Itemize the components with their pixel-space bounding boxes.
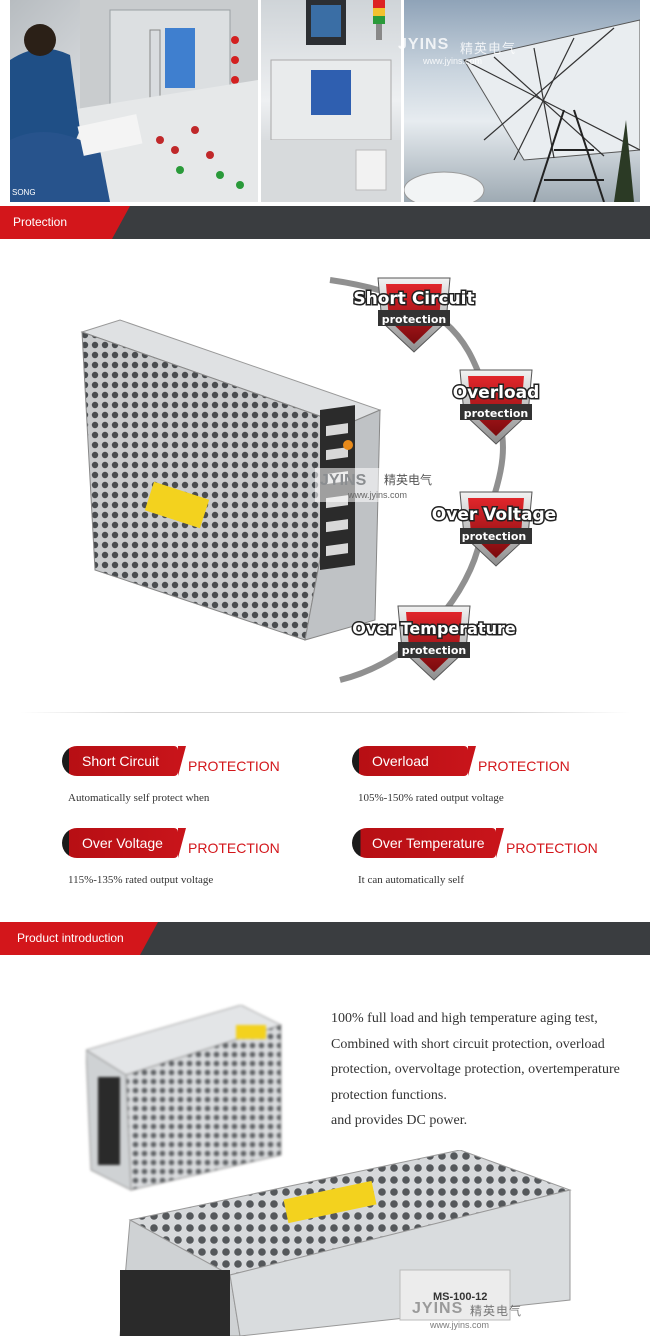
protection-word: PROTECTION [188,840,280,856]
protection-pill: Short Circuit [62,746,186,776]
watermark-logo: JYINS [398,36,450,53]
protection-illustration: Short Circuit protection Overload protec… [0,240,650,710]
product-section-bar: Product introduction [0,922,650,955]
protection-section-bar: Protection function [0,206,650,262]
intro-line: 100% full load and high temperature agin… [331,1011,598,1026]
protection-pill: Over Temperature [352,828,504,858]
badge-title-short-circuit: Short Circuit [353,289,474,309]
badge-sub-over-temperature: protection [402,644,467,657]
badge-sub-overload: protection [464,407,529,420]
product-section-title: Product introduction [0,922,158,955]
protection-word: PROTECTION [478,758,570,774]
protection-desc: 105%-150% rated output voltage [358,792,504,804]
illus-watermark-logo: JYINS [320,472,367,489]
illus-watermark-cn: 精英电气 [384,472,432,487]
product-photo-large: MS-100-12 JYINS 精英电气 www.jyins.com [100,1149,580,1336]
protection-word: PROTECTION [188,758,280,774]
product-watermark-url: www.jyins.com [430,1320,490,1330]
intro-line: and provides DC power. [331,1113,468,1128]
product-intro-text: 100% full load and high temperature agin… [331,1006,631,1134]
product-model: MS-100-12 [433,1291,487,1303]
protection-word: PROTECTION [506,840,598,856]
protection-desc: 115%-135% rated output voltage [68,874,214,886]
protection-pill: Overload [352,746,476,776]
product-watermark-logo: JYINS [412,1300,464,1317]
intro-line: Combined with short circuit protection, … [331,1036,620,1103]
protection-section-title: Protection function [0,206,130,262]
product-photo-small [84,1004,286,1195]
section-divider [20,712,630,713]
watermark-cn: 精英电气 [460,41,517,56]
badge-over-temperature [397,605,471,681]
badge-sub-over-voltage: protection [462,530,527,543]
protection-desc: Automatically self protect when [68,792,210,804]
badge-sub-short-circuit: protection [382,313,447,326]
badge-overload [459,369,533,445]
photo-credit: SONG [12,188,36,197]
protection-pill: Over Voltage [62,828,186,858]
watermark-url: www.jyins.com [423,56,483,66]
badge-short-circuit [377,277,451,353]
badge-over-voltage [459,491,533,567]
photo-strip: SONG JYINS [0,0,650,204]
control-room-photo: SONG [10,0,258,202]
badge-title-overload: Overload [453,383,540,403]
protection-desc: It can automatically self [358,874,464,886]
illus-watermark-url: www.jyins.com [347,490,407,500]
product-watermark-cn: 精英电气 [470,1304,523,1318]
machine-photo [261,0,401,202]
psu-illustration [80,319,382,641]
badge-title-over-temperature: Over Temperature [352,619,516,638]
antenna-photo [404,0,640,202]
badge-title-over-voltage: Over Voltage [432,505,556,525]
